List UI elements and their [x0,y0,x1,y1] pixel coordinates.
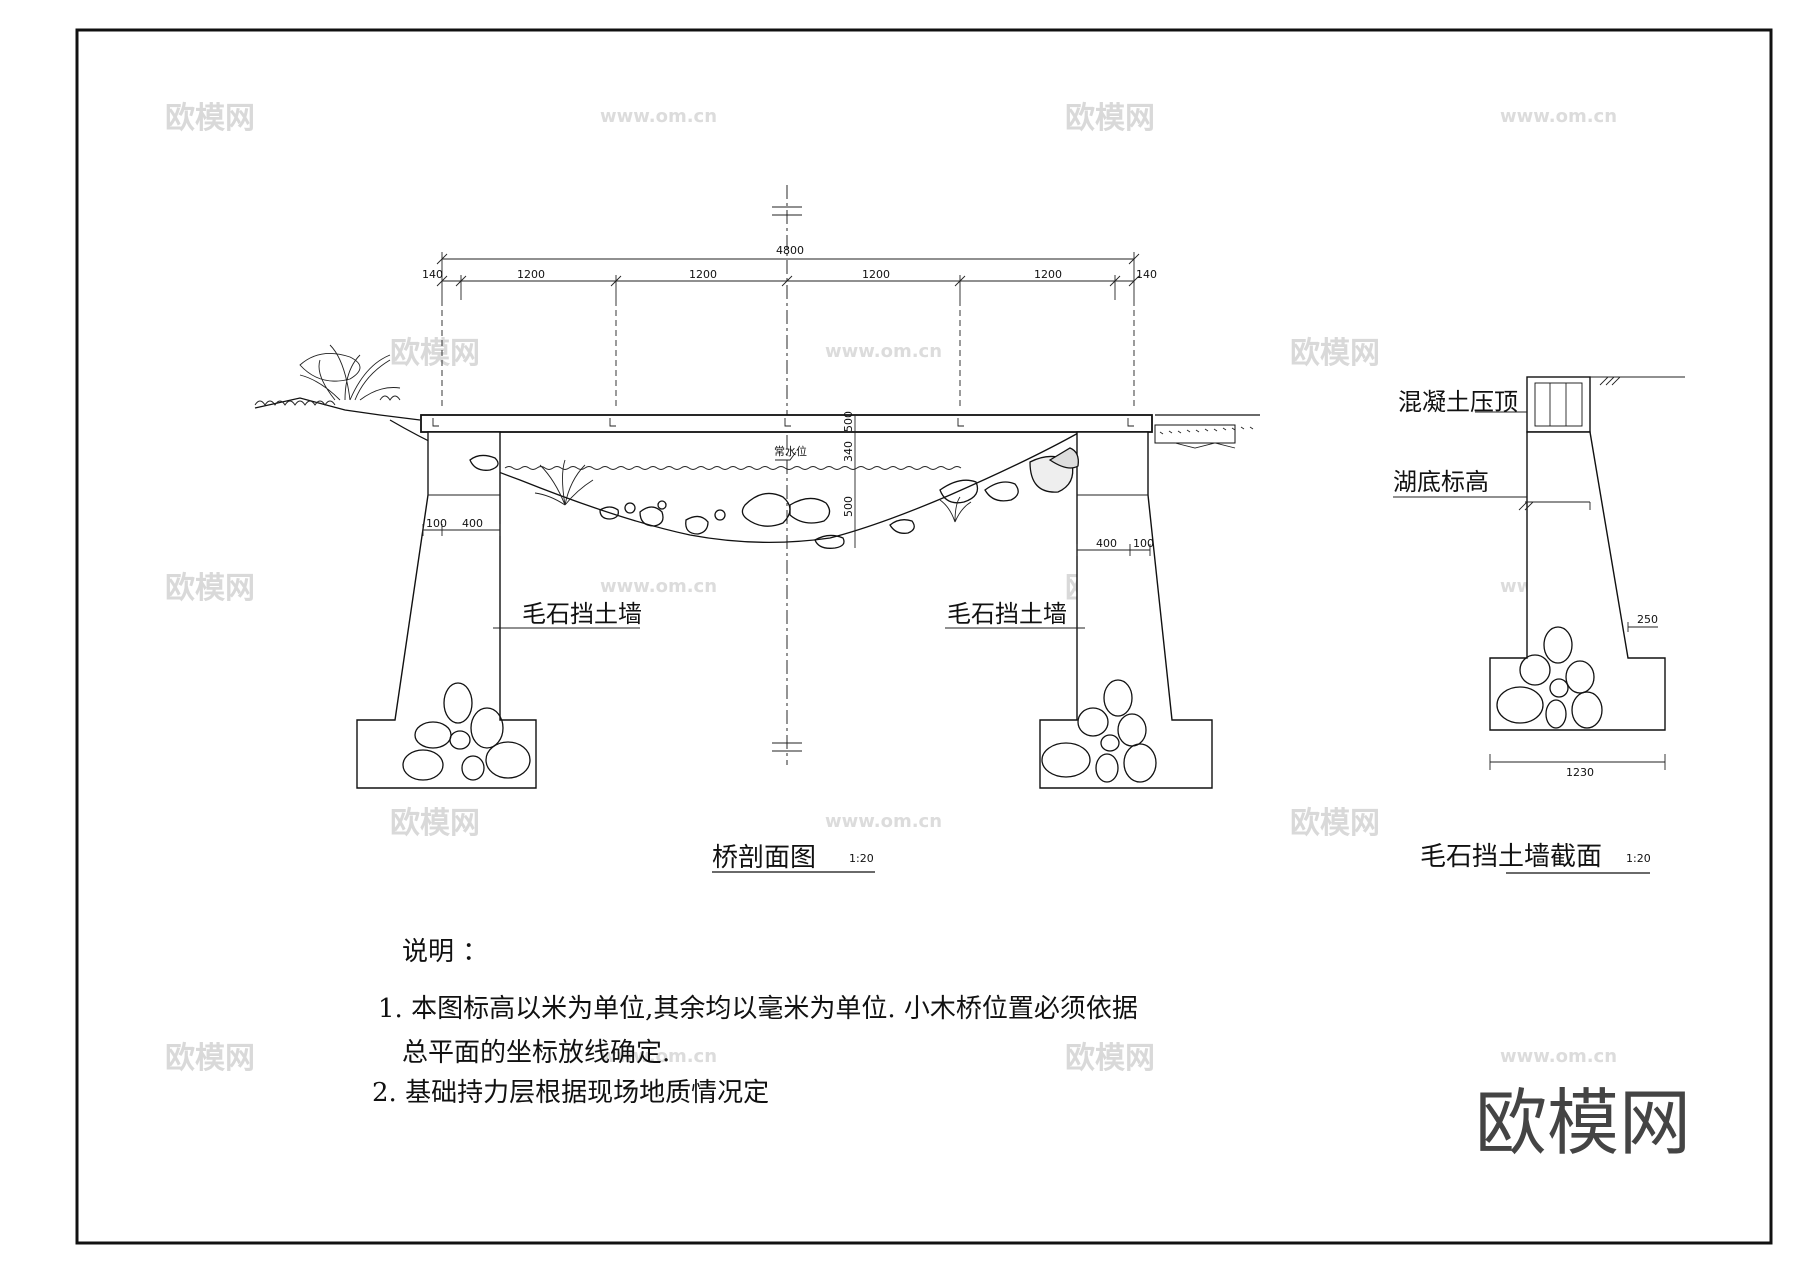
watermark-url: www.om.cn [1500,1046,1617,1067]
watermark-brand: 欧模网 [165,101,255,136]
dim-span-1: 1200 [517,268,545,281]
watermark-layer: 欧模网 www.om.cn 欧模网 www.om.cn 欧模网 www.om.c… [165,101,1617,1076]
rubble-stones-left [402,682,531,781]
bridge-scale: 1:20 [849,852,874,865]
concrete-cap [1526,376,1591,433]
bridge-section: 4800 140 1200 1200 1200 1200 140 [254,185,1260,789]
right-bank-fill [1154,424,1236,444]
wall-label-lakebed: 湖底标高 [1393,468,1489,496]
watermark-brand: 欧模网 [390,806,480,841]
wall-dim-base: 1230 [1566,766,1594,779]
dim-end-left: 140 [422,268,443,281]
plants-left-bank [254,344,401,406]
abutment-left [356,431,537,789]
abutment-dim-left-a: 100 [426,517,447,530]
dim-end-right: 140 [1136,268,1157,281]
dim-span-3: 1200 [862,268,890,281]
deck-joists [432,418,1134,427]
note-line-1b: 总平面的坐标放线确定. [402,1038,670,1068]
overall-dimension: 4800 [776,244,804,257]
wall-label-left: 毛石挡土墙 [522,600,642,628]
notes-heading: 说明 ： [402,937,488,967]
watermark-brand: 欧模网 [390,336,480,371]
lake-rocks [469,447,1079,549]
watermark-brand: 欧模网 [165,571,255,606]
depth-dim-deck: 500 [842,411,855,432]
water-surface [504,466,962,470]
plants-lake [534,459,972,523]
bridge-title: 桥剖面图 [712,843,816,873]
depth-dim-water: 340 [842,441,855,462]
abutment-dim-left-b: 400 [462,517,483,530]
watermark-brand: 欧模网 [1065,101,1155,136]
abutment-dim-right-a: 400 [1096,537,1117,550]
wall-section-title: 毛石挡土墙截面 1:20 [1420,842,1651,874]
watermark-url: www.om.cn [825,811,942,832]
watermark-brand: 欧模网 [1290,336,1380,371]
watermark-url: www.om.cn [600,576,717,597]
watermark-url: www.om.cn [1500,106,1617,127]
watermark-url: www.om.cn [600,106,717,127]
notes-block: 说明 ： 1. 本图标高以米为单位,其余均以毫米为单位. 小木桥位置必须依据 总… [372,937,1138,1108]
wall-label-right: 毛石挡土墙 [947,600,1067,628]
rubble-stones-right [1041,679,1157,783]
watermark-brand: 欧模网 [1290,806,1380,841]
wall-rubble-stones [1496,626,1603,729]
wall-label-cap: 混凝土压顶 [1398,388,1518,416]
brand-logo: 欧模网 [1475,1081,1691,1165]
note-line-1: 1. 本图标高以米为单位,其余均以毫米为单位. 小木桥位置必须依据 [378,994,1138,1024]
abutment-right [1039,431,1213,789]
note-line-2: 2. 基础持力层根据现场地质情况定 [372,1078,769,1108]
watermark-brand: 欧模网 [1065,1041,1155,1076]
depth-dim-bed: 500 [842,496,855,517]
watermark-brand: 欧模网 [165,1041,255,1076]
sheet-border [75,28,1773,1245]
wall-section: 250 1230 混凝土压顶 湖底标高 [1393,376,1685,779]
bridge-section-title: 桥剖面图 1:20 [712,843,875,873]
bridge-deck [420,414,1153,433]
dim-span-4: 1200 [1034,268,1062,281]
watermark-url: www.om.cn [600,1046,717,1067]
span-dimensions: 4800 140 1200 1200 1200 1200 140 [422,244,1157,300]
lake-bed [389,419,1081,543]
abutment-dim-right-b: 100 [1133,537,1154,550]
wall-scale: 1:20 [1626,852,1651,865]
water-level-label: 常水位 [774,444,807,458]
dim-span-2: 1200 [689,268,717,281]
watermark-url: www.om.cn [825,341,942,362]
wall-dim-step: 250 [1637,613,1658,626]
wall-title: 毛石挡土墙截面 [1420,842,1602,872]
